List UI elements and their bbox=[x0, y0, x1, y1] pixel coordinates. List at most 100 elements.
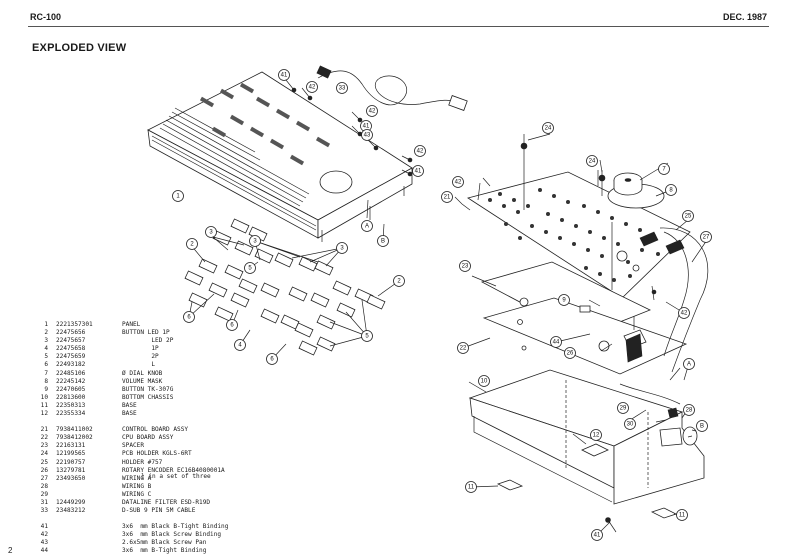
part-code: 22475658 bbox=[56, 345, 86, 353]
callout-label: 3 bbox=[253, 238, 257, 244]
part-number: 24 bbox=[40, 450, 48, 458]
callout-5: 5 bbox=[361, 330, 373, 342]
part-number: 28 bbox=[40, 482, 48, 490]
part-code: 22485106 bbox=[56, 369, 86, 377]
callout-1: 1 bbox=[172, 190, 184, 202]
callout-label: 41 bbox=[363, 123, 370, 129]
part-description: 2P bbox=[122, 353, 159, 361]
callout-circle bbox=[682, 210, 694, 222]
board-drawing bbox=[366, 133, 709, 536]
callout-circle bbox=[336, 242, 348, 254]
part-code: 22475656 bbox=[56, 329, 86, 337]
model-header: RC-100 bbox=[30, 12, 62, 22]
header-rule bbox=[28, 26, 769, 27]
callout-circle bbox=[452, 176, 464, 188]
part-number: 3 bbox=[44, 337, 48, 345]
part-code: 12199565 bbox=[56, 450, 86, 458]
callout-circle bbox=[465, 481, 477, 493]
callout-label: 9 bbox=[562, 297, 566, 303]
callout-label: 41 bbox=[594, 532, 601, 538]
callout-circle bbox=[457, 342, 469, 354]
callout-label: 21 bbox=[444, 194, 451, 200]
callout-11: 11 bbox=[465, 481, 477, 493]
part-code: 22163131 bbox=[56, 442, 86, 450]
callout-circle bbox=[665, 184, 677, 196]
callout-28: 28 bbox=[683, 404, 695, 416]
callout-22: 22 bbox=[457, 342, 469, 354]
callout-label: 11 bbox=[679, 512, 686, 518]
callout-label: 12 bbox=[593, 432, 600, 438]
part-number: 7 bbox=[44, 369, 48, 377]
wiring-set-note-text: in a set of three bbox=[148, 473, 211, 480]
callout-circle bbox=[624, 418, 636, 430]
callout-circle bbox=[550, 336, 562, 348]
part-number: 6 bbox=[44, 361, 48, 369]
callout-10: 10 bbox=[478, 375, 490, 387]
part-code: 7938411002 bbox=[56, 426, 93, 434]
cable-drawing bbox=[316, 65, 468, 111]
callout-7: 7 bbox=[658, 163, 670, 175]
part-number: 5 bbox=[44, 353, 48, 361]
callout-label: 6 bbox=[230, 322, 234, 328]
callout-label: 8 bbox=[669, 187, 673, 193]
part-description: WIRING A bbox=[122, 474, 152, 482]
part-code: 22813600 bbox=[56, 393, 86, 401]
callout-circle bbox=[226, 319, 238, 331]
part-number: 12 bbox=[40, 410, 48, 418]
callout-9: 9 bbox=[558, 294, 570, 306]
callout-circle bbox=[591, 529, 603, 541]
callout-30: 30 bbox=[624, 418, 636, 430]
callout-label: 10 bbox=[481, 378, 488, 384]
callout-label: 41 bbox=[281, 72, 288, 78]
callout-label: 6 bbox=[270, 356, 274, 362]
part-number: 25 bbox=[40, 458, 48, 466]
part-code: 7938412002 bbox=[56, 434, 93, 442]
callout-A: A bbox=[683, 358, 695, 370]
callout-8: 8 bbox=[665, 184, 677, 196]
part-description: 3x6 mm Black Screw Binding bbox=[122, 531, 222, 539]
callout-circle bbox=[441, 191, 453, 203]
callout-label: 42 bbox=[369, 108, 376, 114]
part-code: 22245142 bbox=[56, 377, 86, 385]
callout-circle bbox=[586, 155, 598, 167]
part-code: 22493182 bbox=[56, 361, 86, 369]
part-description: PANEL bbox=[122, 321, 141, 328]
callout-label: 44 bbox=[553, 339, 560, 345]
callout-circle bbox=[683, 358, 695, 370]
part-description: WIRING B bbox=[122, 482, 152, 490]
callout-6: 6 bbox=[183, 311, 195, 323]
part-number: 2 bbox=[44, 329, 48, 337]
part-number: 23 bbox=[40, 442, 48, 450]
callout-43: 43 bbox=[361, 129, 373, 141]
part-description: L bbox=[122, 361, 156, 369]
callout-42: 42 bbox=[306, 81, 318, 93]
callout-circle bbox=[478, 375, 490, 387]
callout-25: 25 bbox=[682, 210, 694, 222]
part-code: 22350313 bbox=[56, 401, 86, 409]
page-title: EXPLODED VIEW bbox=[32, 42, 127, 54]
callout-41: 41 bbox=[360, 120, 372, 132]
part-description: PCB HOLDER KGLS-6RT bbox=[122, 450, 192, 458]
callout-label: 24 bbox=[545, 125, 552, 131]
callout-24: 24 bbox=[542, 122, 554, 134]
part-description: 1P bbox=[122, 345, 159, 353]
callout-label: 28 bbox=[686, 407, 693, 413]
part-number: 29 bbox=[40, 490, 48, 498]
callout-label: 4 bbox=[238, 342, 242, 348]
page-number: 2 bbox=[8, 546, 13, 555]
callout-circle bbox=[183, 311, 195, 323]
callout-41: 41 bbox=[591, 529, 603, 541]
part-code: 23493650 bbox=[56, 474, 86, 482]
callout-42: 42 bbox=[678, 307, 690, 319]
parts-row: 24 12199565 PCB HOLDER KGLS-6RT bbox=[34, 450, 228, 458]
callout-circle bbox=[590, 429, 602, 441]
callout-11: 11 bbox=[676, 509, 688, 521]
